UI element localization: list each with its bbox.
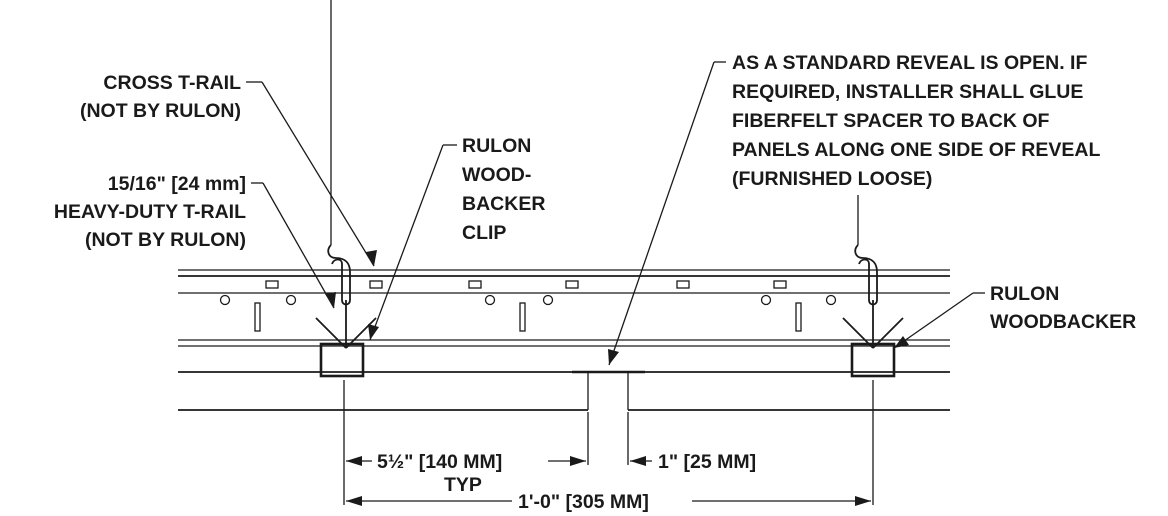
svg-text:FIBERFELT SPACER TO BACK OF: FIBERFELT SPACER TO BACK OF xyxy=(732,110,1050,132)
svg-text:(NOT BY RULON): (NOT BY RULON) xyxy=(80,100,241,122)
right-hanger-wire xyxy=(854,195,878,348)
panel-faces xyxy=(178,370,950,411)
dimension-overall-line xyxy=(346,496,871,506)
svg-text:(FURNISHED LOOSE): (FURNISHED LOOSE) xyxy=(732,168,932,190)
svg-text:REQUIRED, INSTALLER SHALL GLU: REQUIRED, INSTALLER SHALL GLUE xyxy=(732,81,1083,103)
dimension-panel-width-label: 5½" [140 MM] TYP xyxy=(377,451,502,496)
dimension-reveal-label: 1" [25 MM] xyxy=(658,451,756,473)
label-reveal-note: AS A STANDARD REVEAL IS OPEN. IF REQUIRE… xyxy=(732,52,1100,190)
svg-text:RULON: RULON xyxy=(990,283,1059,305)
dimension-reveal-line xyxy=(630,456,652,466)
svg-text:TYP: TYP xyxy=(444,474,482,496)
svg-text:(NOT BY RULON): (NOT BY RULON) xyxy=(85,229,246,251)
svg-text:WOODBACKER: WOODBACKER xyxy=(990,311,1136,333)
right-woodbacker-clip xyxy=(842,317,904,378)
leader-rulon-woodbacker xyxy=(893,292,985,349)
label-rulon-woodbacker: RULON WOODBACKER xyxy=(990,283,1136,333)
leader-cross-t-rail xyxy=(246,81,377,267)
svg-text:HEAVY-DUTY T-RAIL: HEAVY-DUTY T-RAIL xyxy=(54,201,246,223)
label-cross-t-rail: CROSS T-RAIL (NOT BY RULON) xyxy=(80,72,241,122)
svg-text:CROSS T-RAIL: CROSS T-RAIL xyxy=(103,72,241,94)
dimension-overall-label: 1'-0" [305 MM] xyxy=(518,491,649,513)
svg-text:CLIP: CLIP xyxy=(462,222,506,244)
left-woodbacker-clip xyxy=(315,317,377,378)
svg-text:WOOD-: WOOD- xyxy=(462,164,531,186)
label-heavy-duty-t-rail: 15/16" [24 mm] HEAVY-DUTY T-RAIL (NOT BY… xyxy=(54,173,246,251)
svg-text:AS A STANDARD REVEAL IS OPEN.: AS A STANDARD REVEAL IS OPEN. IF xyxy=(732,52,1087,74)
svg-text:PANELS ALONG ONE SIDE OF REVEA: PANELS ALONG ONE SIDE OF REVEAL xyxy=(732,139,1100,161)
dimension-panel-width-line xyxy=(346,456,586,466)
leader-reveal-note xyxy=(608,61,726,366)
t-rail-lines xyxy=(178,269,950,347)
svg-text:BACKER: BACKER xyxy=(462,193,545,215)
svg-text:15/16" [24 mm]: 15/16" [24 mm] xyxy=(108,173,246,195)
leader-heavy-duty-t-rail xyxy=(251,182,336,309)
svg-text:5½" [140 MM]: 5½" [140 MM] xyxy=(377,451,502,473)
svg-text:RULON: RULON xyxy=(462,135,531,157)
rail-perforations xyxy=(219,280,837,332)
dimension-extension-lines xyxy=(343,380,874,505)
leader-woodbacker-clip xyxy=(368,144,457,341)
label-woodbacker-clip: RULON WOOD- BACKER CLIP xyxy=(462,135,545,244)
left-hanger-wire xyxy=(327,0,351,348)
